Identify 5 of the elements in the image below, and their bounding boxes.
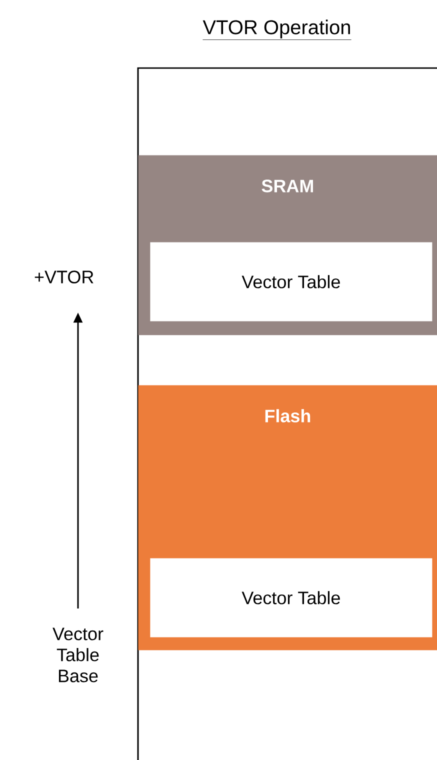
axis-label: +VTOR	[34, 270, 94, 284]
table-box: Vector Table	[150, 558, 432, 638]
axis-label: Vector Table Base	[52, 628, 104, 682]
title: VTOR Operation	[202, 20, 352, 40]
table-box: Vector Table	[150, 242, 432, 322]
